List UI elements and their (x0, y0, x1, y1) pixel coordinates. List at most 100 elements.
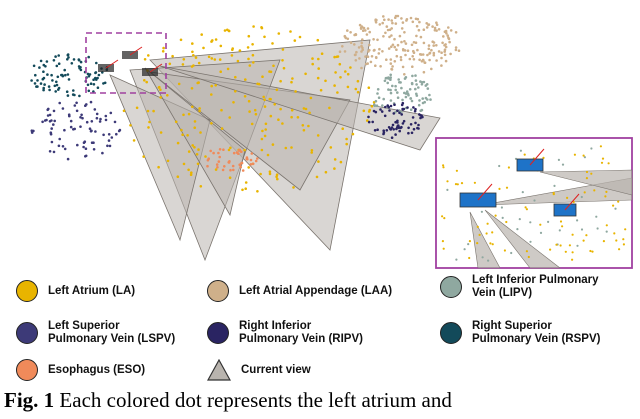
inset-dot (561, 163, 565, 166)
laa-dot (444, 45, 448, 49)
rspv-dot (57, 86, 61, 90)
la-dot (362, 109, 366, 113)
la-dot (226, 67, 230, 71)
la-dot (289, 30, 292, 33)
inset-dot (455, 258, 458, 261)
la-dot (317, 67, 321, 70)
la-dot (232, 101, 235, 104)
ripv-dot (396, 121, 399, 124)
inset-dot (580, 195, 583, 199)
la-dot (247, 99, 251, 103)
laa-dot (454, 48, 458, 52)
laa-dot (412, 51, 416, 54)
laa-dot (420, 53, 423, 56)
inset-dot (485, 232, 488, 235)
la-dot (290, 146, 293, 149)
laa-dot (405, 18, 409, 21)
la-dot (339, 160, 343, 164)
laa-dot (444, 59, 448, 63)
la-dot (279, 107, 282, 111)
laa-dot (360, 50, 363, 53)
lspv-dot (66, 157, 70, 161)
laa-dot (411, 55, 415, 58)
lipv-dot (375, 104, 379, 107)
inset-dot (580, 228, 584, 231)
ripv-dot (384, 105, 387, 109)
lspv-dot (84, 147, 88, 150)
la-dot (243, 148, 246, 152)
inset-dot (503, 249, 506, 252)
la-dot (176, 175, 180, 178)
laa-dot (431, 25, 434, 28)
lspv-dot (82, 145, 85, 149)
inset-dot (590, 147, 593, 150)
la-dot (177, 82, 181, 86)
laa-dot (381, 50, 384, 53)
laa-dot (370, 55, 374, 58)
camera-axis (129, 46, 143, 56)
laa-dot (427, 47, 431, 51)
la-dot (271, 42, 274, 45)
eso-dot (237, 152, 240, 155)
laa-dot (361, 38, 364, 41)
la-dot (316, 76, 320, 80)
la-dot (346, 85, 350, 89)
la-dot (302, 107, 306, 110)
rspv-swatch-icon (440, 322, 462, 344)
laa-dot (428, 58, 431, 62)
laa-dot (338, 50, 342, 53)
la-dot (168, 62, 172, 66)
la-dot (231, 48, 234, 52)
lspv-dot (110, 136, 114, 139)
la-dot (236, 59, 240, 63)
la-dot (189, 173, 193, 176)
inset-dot (527, 255, 530, 259)
inset-dot (583, 156, 587, 159)
laa-dot (435, 23, 439, 27)
laa-dot (435, 21, 438, 25)
ripv-dot (419, 114, 422, 117)
rspv-dot (38, 66, 41, 69)
la-dot (210, 122, 213, 125)
la-dot (230, 54, 234, 57)
la-dot (311, 57, 314, 60)
rspv-dot (86, 83, 90, 87)
lipv-dot (419, 109, 423, 112)
laa-dot (390, 19, 394, 22)
inset-dot (622, 243, 626, 246)
inset-camera-axis (529, 148, 545, 166)
la-dot (272, 64, 275, 68)
ripv-dot (387, 126, 391, 129)
caption-text: Each colored dot represents the left atr… (54, 388, 452, 412)
rspv-dot (51, 79, 54, 82)
la-dot (302, 128, 306, 132)
rspv-dot (87, 89, 91, 93)
rspv-dot (89, 82, 93, 85)
laa-dot (418, 58, 421, 62)
ripv-dot (407, 126, 410, 130)
inset-dot (446, 180, 449, 183)
laa-dot (442, 35, 445, 38)
laa-dot (354, 53, 357, 57)
lspv-dot (52, 150, 56, 154)
ripv-dot (388, 109, 391, 112)
laa-dot (353, 43, 356, 46)
la-dot (171, 54, 174, 58)
inset-dot (549, 248, 552, 251)
lipv-dot (389, 78, 392, 81)
la-dot (315, 175, 319, 179)
rspv-dot (48, 88, 51, 92)
inset-dot (558, 229, 561, 232)
la-dot (198, 109, 201, 113)
la-dot (301, 124, 305, 127)
ripv-dot (414, 121, 417, 125)
la-dot (176, 141, 180, 145)
rspv-dot (57, 62, 61, 65)
eso-dot (221, 168, 225, 172)
la-dot (256, 190, 259, 193)
laa-dot (374, 64, 377, 67)
inset-dot (553, 184, 556, 187)
inset-dot (473, 181, 476, 184)
laa-dot (437, 28, 441, 31)
laa-dot (416, 48, 419, 52)
